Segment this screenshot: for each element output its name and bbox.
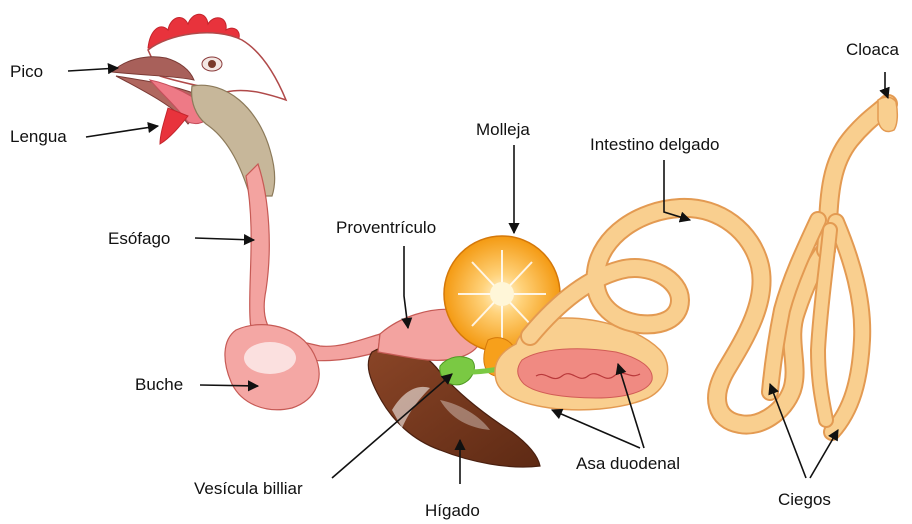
label-higado: Hígado [425, 501, 480, 520]
label-asa: Asa duodenal [576, 454, 680, 473]
label-proventriculo: Proventrículo [336, 218, 436, 237]
cloaca [878, 97, 897, 131]
label-cloaca: Cloaca [846, 40, 899, 59]
label-pico: Pico [10, 62, 43, 81]
label-intestino: Intestino delgado [590, 135, 720, 154]
arrow-proventriculo [404, 246, 408, 328]
arrow-esofago [195, 238, 254, 240]
arrow-pico [68, 68, 118, 71]
label-vesicula: Vesícula billiar [194, 479, 303, 498]
arrow-lengua [86, 126, 158, 137]
arrow-buche [200, 385, 258, 386]
label-esofago: Esófago [108, 229, 170, 248]
crop-highlight [244, 342, 296, 374]
label-molleja: Molleja [476, 120, 530, 139]
cecum-right-fill [832, 222, 862, 432]
label-buche: Buche [135, 375, 183, 394]
arrow-ciegos-2 [810, 430, 838, 478]
label-lengua: Lengua [10, 127, 67, 146]
arrow-asa-1 [552, 410, 640, 448]
eye [202, 57, 222, 71]
label-ciegos: Ciegos [778, 490, 831, 509]
